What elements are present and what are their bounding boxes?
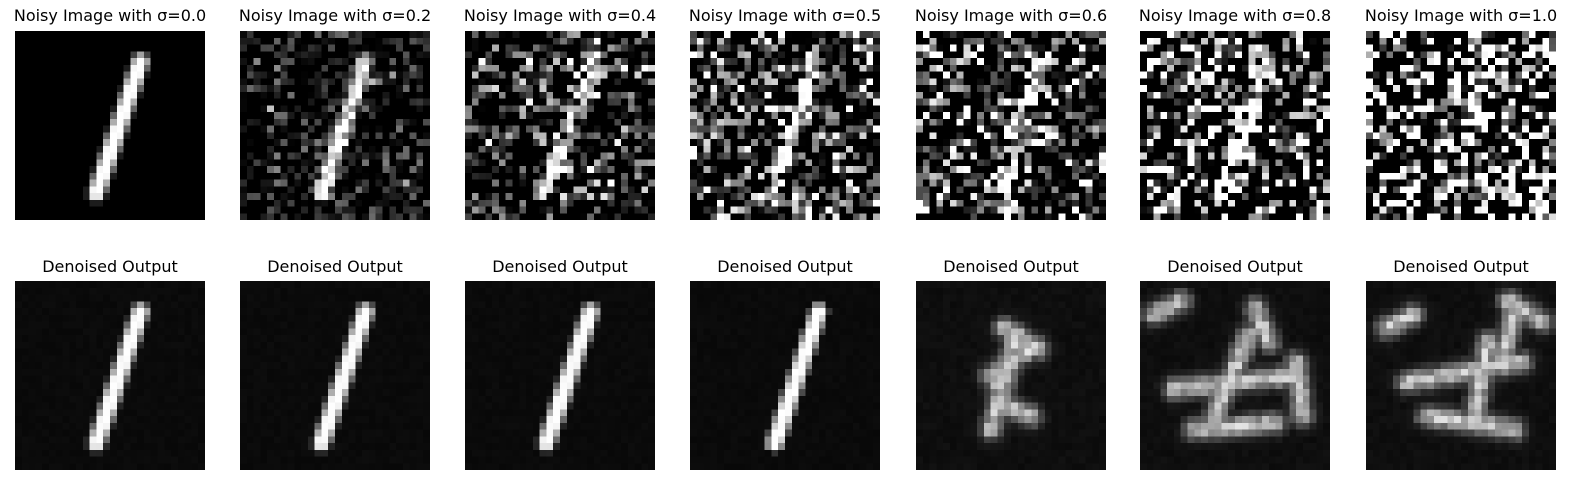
- denoised-panel-title: Denoised Output: [267, 257, 403, 276]
- denoised-panel-title: Denoised Output: [943, 257, 1079, 276]
- noisy-image: [240, 31, 430, 220]
- noisy-panel-title: Noisy Image with σ=0.5: [688, 6, 882, 25]
- noisy-image: [1140, 31, 1330, 220]
- noisy-panel-title: Noisy Image with σ=0.0: [13, 6, 207, 25]
- noisy-image: [690, 31, 880, 220]
- noisy-panel-title: Noisy Image with σ=1.0: [1364, 6, 1558, 25]
- denoised-image: [1140, 281, 1330, 470]
- denoised-image: [916, 281, 1106, 470]
- denoised-image: [15, 281, 205, 470]
- denoised-panel-title: Denoised Output: [492, 257, 628, 276]
- denoised-image: [240, 281, 430, 470]
- noisy-panel-title: Noisy Image with σ=0.6: [914, 6, 1108, 25]
- denoised-panel-title: Denoised Output: [1167, 257, 1303, 276]
- denoised-panel-title: Denoised Output: [1393, 257, 1529, 276]
- noisy-panel-title: Noisy Image with σ=0.2: [238, 6, 432, 25]
- noisy-image: [916, 31, 1106, 220]
- noisy-image: [465, 31, 655, 220]
- denoised-panel-title: Denoised Output: [717, 257, 853, 276]
- noisy-panel-title: Noisy Image with σ=0.8: [1138, 6, 1332, 25]
- noisy-image: [15, 31, 205, 220]
- denoised-image: [690, 281, 880, 470]
- noisy-image: [1366, 31, 1556, 220]
- noisy-panel-title: Noisy Image with σ=0.4: [463, 6, 657, 25]
- denoised-image: [465, 281, 655, 470]
- denoised-image: [1366, 281, 1556, 470]
- denoised-panel-title: Denoised Output: [42, 257, 178, 276]
